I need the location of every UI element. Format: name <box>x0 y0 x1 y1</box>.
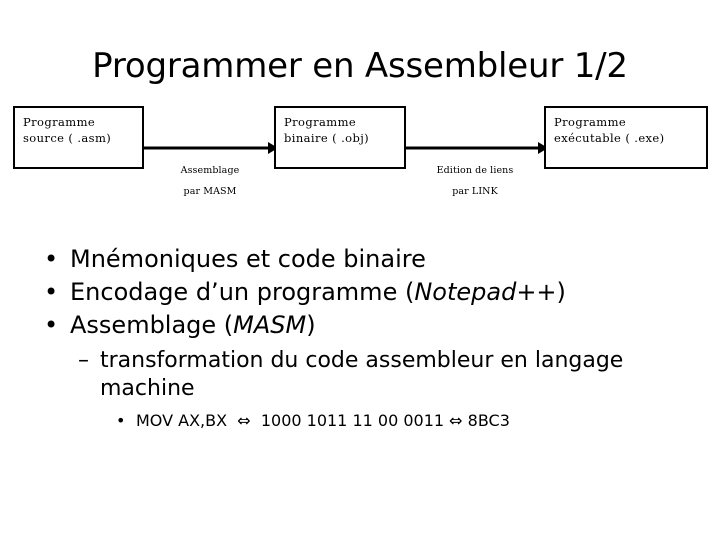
left-right-arrow-icon: ⇔ <box>449 411 463 430</box>
edge-edition-line1: Edition de liens <box>436 165 514 176</box>
node-binaire-line1: Programme <box>284 115 357 129</box>
example-binary: 1000 1011 11 00 0011 <box>260 411 445 430</box>
arrow-edition-de-liens <box>406 142 548 154</box>
bullet-list: • Mnémoniques et code binaire • Encodage… <box>0 243 720 433</box>
node-executable-line2: exécutable ( .exe) <box>554 131 665 145</box>
edge-label-edition-de-liens: Edition de liens par LINK <box>406 160 544 202</box>
edge-assemblage-line2: par MASM <box>183 186 237 197</box>
pipeline-diagram: Programme source ( .asm) Programme binai… <box>0 0 720 215</box>
arrow-assemblage <box>144 142 278 154</box>
node-executable-line1: Programme <box>554 115 627 129</box>
page-title: Programmer en Assembleur 1/2 <box>92 46 628 86</box>
list-item-text-tail: ) <box>306 311 316 339</box>
bullet-icon: • <box>44 278 59 306</box>
node-programme-source: Programme source ( .asm) <box>13 106 144 169</box>
node-source-line1: Programme <box>23 115 96 129</box>
example-list-item: • MOV AX,BX ⇔ 1000 1011 11 00 0011 ⇔ 8BC3 <box>0 409 720 433</box>
bullet-icon: • <box>44 245 59 273</box>
example-hex: 8BC3 <box>467 411 510 430</box>
left-right-arrow-icon: ⇔ <box>237 411 251 430</box>
list-item: • Encodage d’un programme (Notepad++) <box>0 276 720 309</box>
list-item-text-tail: ) <box>556 278 566 306</box>
edge-edition-line2: par LINK <box>452 186 498 197</box>
list-item-text: Encodage d’un programme ( <box>70 278 415 306</box>
node-programme-executable: Programme exécutable ( .exe) <box>544 106 708 169</box>
node-source-line2: source ( .asm) <box>23 131 112 145</box>
edge-label-assemblage: Assemblage par MASM <box>145 160 275 202</box>
list-item: • Mnémoniques et code binaire <box>0 243 720 276</box>
list-item-text: Assemblage ( <box>70 311 234 339</box>
dash-icon: – <box>78 348 89 373</box>
sub-list-item: – transformation du code assembleur en l… <box>0 347 720 403</box>
node-binaire-line2: binaire ( .obj) <box>284 131 370 145</box>
bullet-icon: • <box>116 411 126 430</box>
example-instruction: MOV AX,BX <box>136 411 228 430</box>
list-item-text: Mnémoniques et code binaire <box>70 245 426 273</box>
sub-list-item-text: transformation du code assembleur en lan… <box>100 348 624 401</box>
list-item-emphasis: Notepad++ <box>414 278 557 306</box>
node-programme-binaire: Programme binaire ( .obj) <box>274 106 406 169</box>
list-item-emphasis: MASM <box>233 311 307 339</box>
list-item: • Assemblage (MASM) <box>0 309 720 342</box>
bullet-icon: • <box>44 311 59 339</box>
edge-assemblage-line1: Assemblage <box>180 165 240 176</box>
